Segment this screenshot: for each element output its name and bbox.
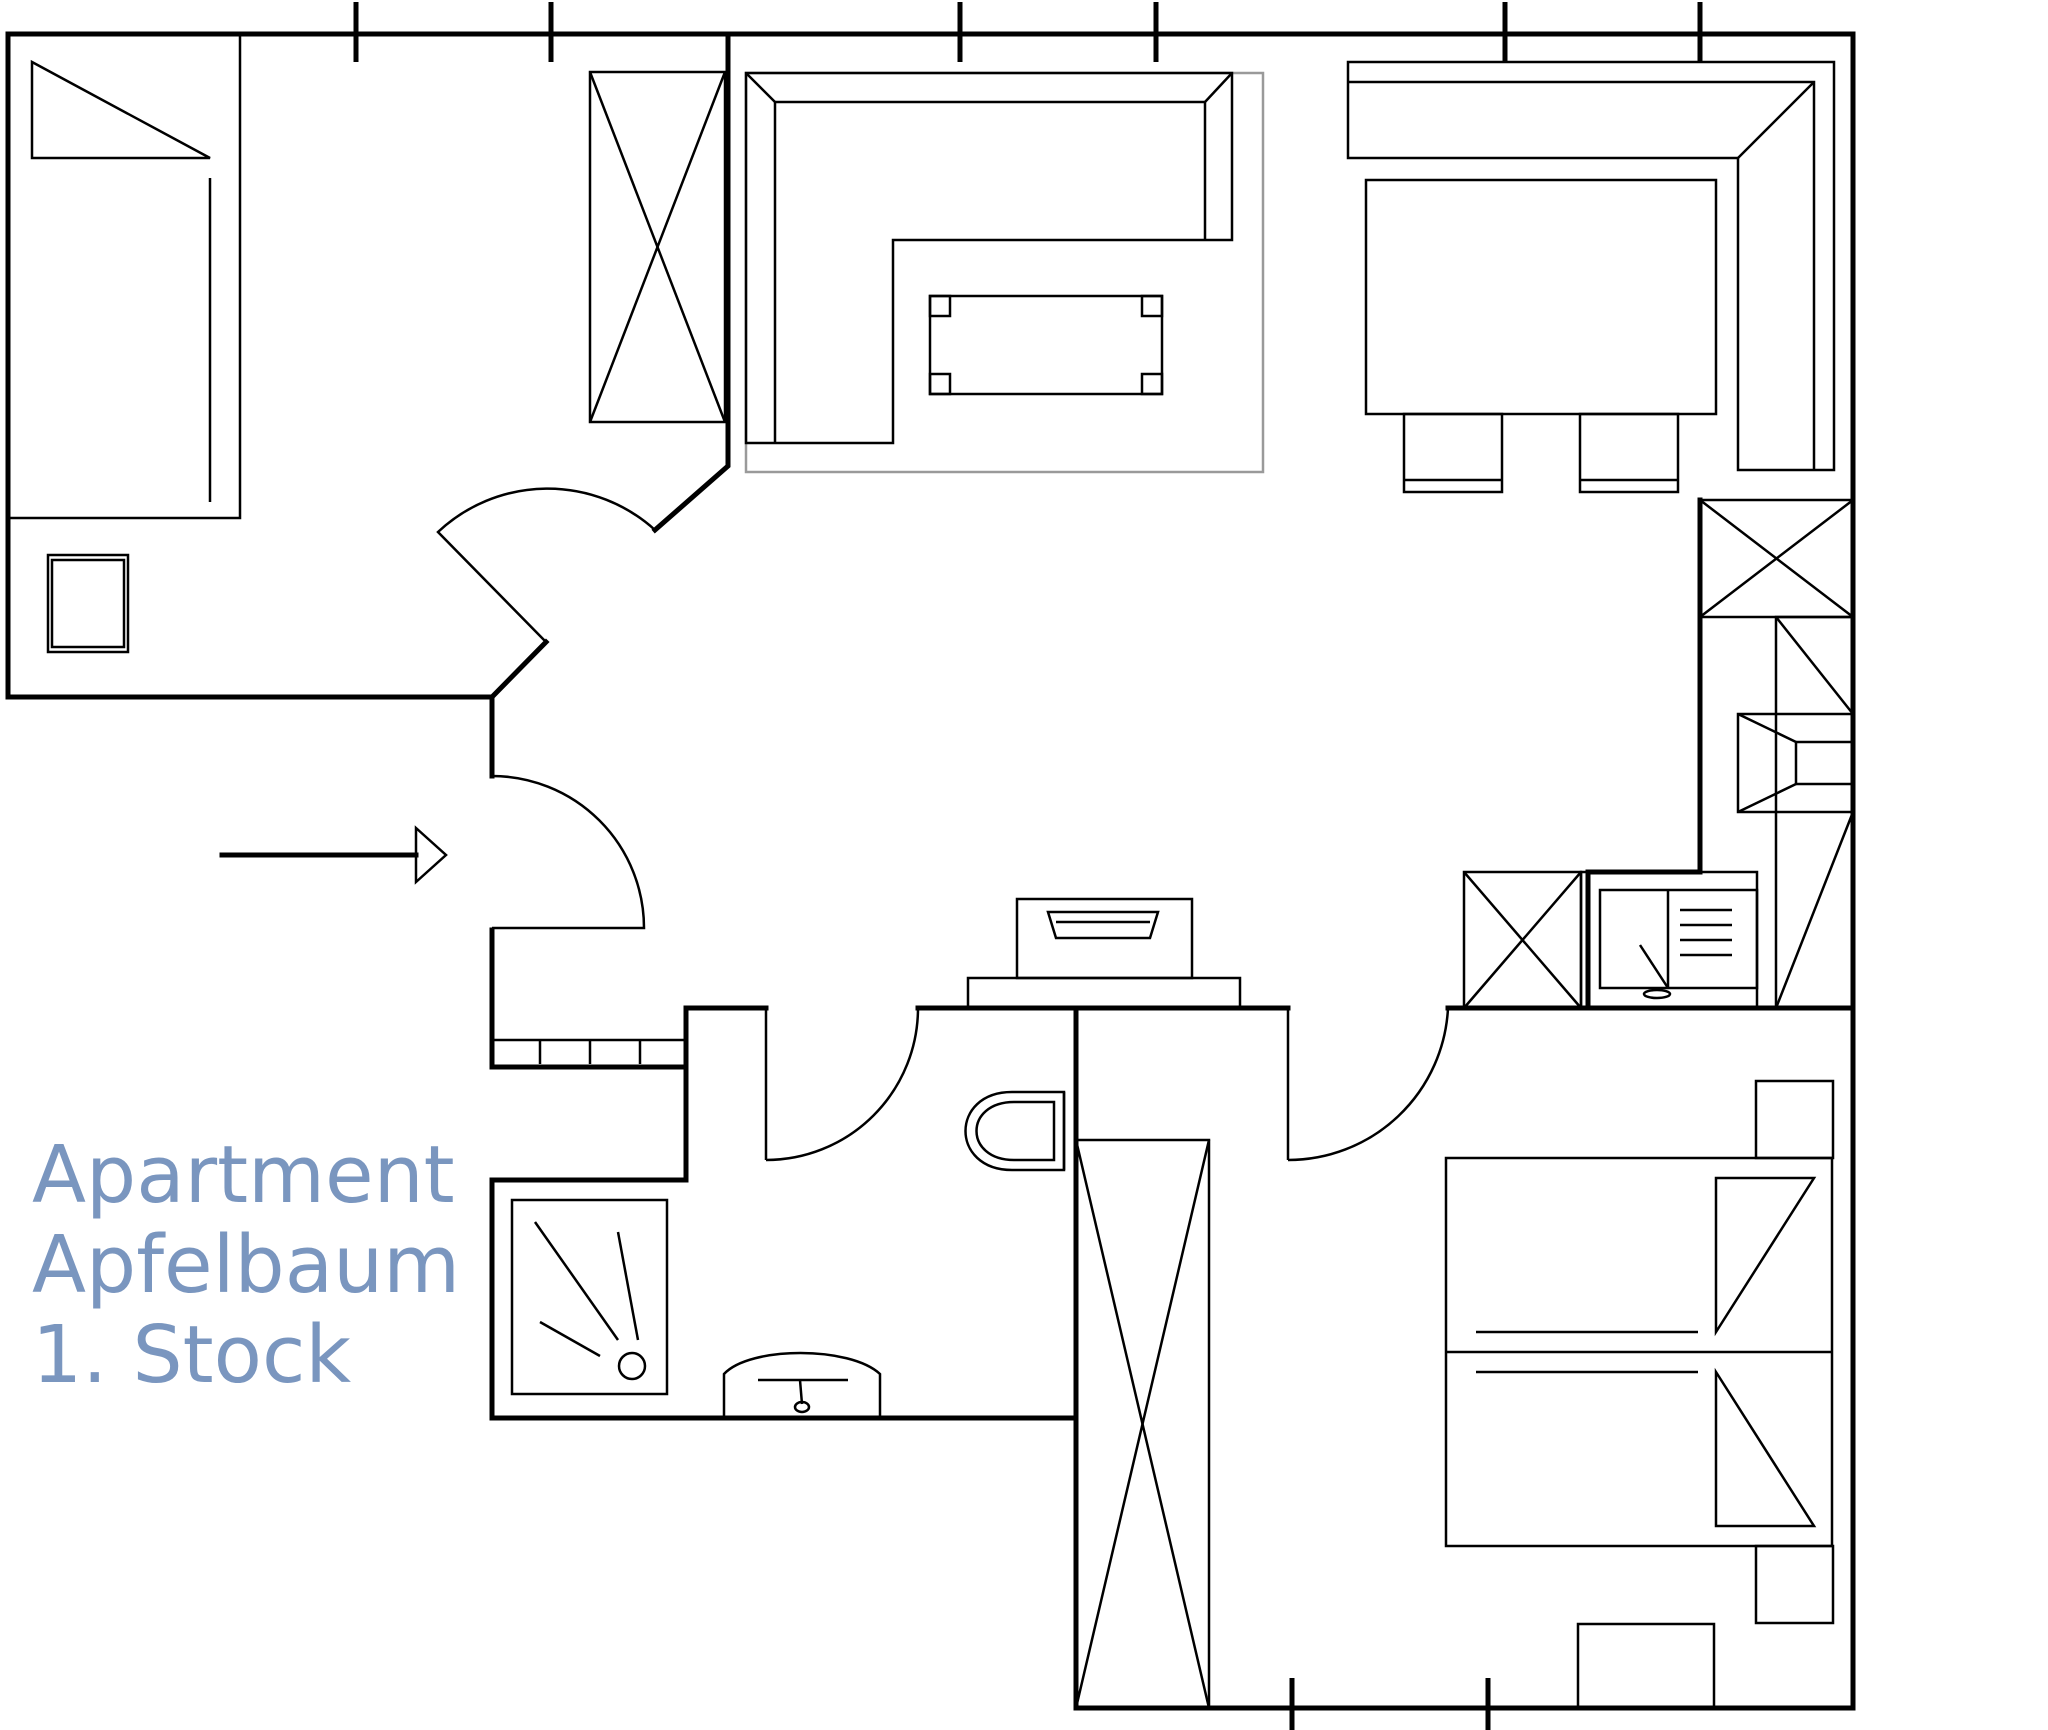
apartment-name: Apartment: [32, 1129, 455, 1221]
window-marks: [353, 2, 1703, 1730]
nightstand: [46, 553, 130, 654]
coffee-table: [928, 294, 1164, 396]
single-bed: [8, 34, 242, 520]
kitchen-counter: [1462, 870, 1583, 1010]
tv-sideboard: [966, 897, 1242, 1010]
wardrobe: [1074, 1138, 1211, 1710]
range-hood: [1736, 712, 1855, 814]
nightstand: [1754, 1544, 1835, 1625]
kitchen-cabinet: [1698, 498, 1855, 619]
dining-table: [1364, 178, 1718, 416]
doors: [436, 487, 1450, 1162]
corner-bench: [1346, 60, 1836, 472]
apartment-subname: Apfelbaum: [32, 1219, 461, 1311]
dresser: [1576, 1622, 1716, 1710]
kitchen-sink: [1579, 870, 1759, 1010]
floor-level: 1. Stock: [32, 1309, 352, 1401]
double-bed: [1444, 1156, 1834, 1548]
chair: [1402, 412, 1504, 494]
l-shaped-sofa: [744, 71, 1265, 474]
toilet: [964, 1090, 1066, 1172]
bathroom-sink: [722, 1351, 882, 1418]
chair: [1578, 412, 1680, 494]
apartment-label: Apartment Apfelbaum 1. Stock: [32, 1130, 460, 1400]
wardrobe: [588, 70, 727, 424]
shower: [510, 1198, 669, 1396]
entrance-arrow-icon: [219, 825, 448, 885]
nightstand: [1754, 1079, 1835, 1160]
